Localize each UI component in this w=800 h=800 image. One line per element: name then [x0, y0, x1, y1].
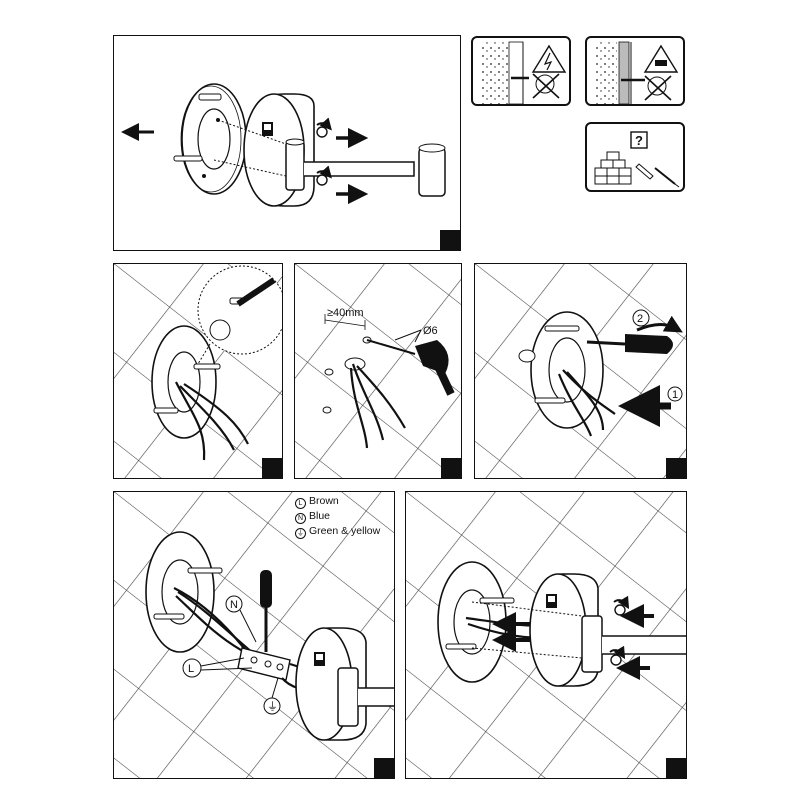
- wire-bundle: [175, 381, 249, 461]
- legend-item-ground: ⏚Green & yellow: [295, 524, 380, 539]
- corner-marker: [374, 758, 394, 778]
- terminal-block: [237, 647, 291, 681]
- lamp-base: [529, 573, 686, 687]
- screwdriver-icon: [260, 570, 272, 652]
- rotation-arrow: [636, 315, 683, 333]
- drill-size-label: Ø6: [423, 325, 438, 337]
- step-panel-wiring: N L ⏚: [113, 491, 395, 779]
- ground-symbol: ⏚: [295, 528, 306, 539]
- dimension-marker: ≥40mm: [324, 307, 366, 330]
- step-panel-drill: ≥40mm Ø6: [294, 263, 462, 479]
- depth-label: ≥40mm: [327, 307, 364, 319]
- step-2-badge: [632, 309, 650, 327]
- assemble-illustration: [406, 492, 686, 778]
- fix-plate-illustration: 2 1: [475, 264, 686, 478]
- screwdriver-icon: [586, 334, 673, 354]
- corner-marker: [441, 458, 461, 478]
- screw-top: [316, 117, 332, 138]
- step-1-label: 1: [672, 389, 678, 401]
- step-panel-mark-holes: [113, 263, 283, 479]
- mark-holes-illustration: [114, 264, 282, 478]
- hidden-pipe-warning-icon: [595, 41, 679, 104]
- electric-shock-warning-icon: [481, 41, 567, 104]
- wall-plug-icon: [635, 163, 680, 188]
- neutral-callout-label: N: [230, 599, 238, 611]
- drill-illustration: ≥40mm Ø6: [295, 264, 461, 478]
- question-mark-icon: ?: [594, 131, 680, 188]
- neutral-symbol: N: [295, 513, 306, 524]
- lamp-base: [295, 627, 394, 741]
- live-symbol: L: [295, 498, 306, 509]
- corner-marker: [440, 230, 460, 250]
- mounting-plate: [437, 561, 515, 683]
- corner-marker: [262, 458, 282, 478]
- live-callout-label: L: [188, 663, 194, 675]
- detail-magnifier: [197, 265, 282, 365]
- live-callout: [182, 658, 202, 678]
- ground-callout-label: ⏚: [267, 700, 278, 713]
- svg-text:?: ?: [635, 133, 643, 148]
- fixing-material-box: ?: [585, 122, 685, 192]
- overview-illustration: [121, 83, 446, 207]
- neutral-color-label: Blue: [309, 510, 331, 522]
- brick-icon: [594, 151, 632, 185]
- step-1-badge: [667, 386, 683, 402]
- step-panel-assemble: [405, 491, 687, 779]
- step-panel-fix-plate: 2 1: [474, 263, 687, 479]
- warning-box-electrical: [471, 36, 571, 106]
- corner-marker: [666, 758, 686, 778]
- cable-outlet: [518, 349, 536, 363]
- warning-box-pipes: [585, 36, 685, 106]
- wire-bundle: [557, 369, 616, 437]
- screw-bottom: [316, 165, 332, 186]
- mounting-plate: [530, 311, 604, 429]
- ground-color-label: Green & yellow: [309, 525, 381, 537]
- mounting-plate: [173, 83, 247, 195]
- wiring-illustration: N L ⏚: [114, 492, 394, 778]
- drill-icon: [366, 339, 455, 396]
- wire-bundle: [349, 363, 406, 449]
- corner-marker: [666, 458, 686, 478]
- step-panel-overview: [113, 35, 461, 251]
- neutral-callout: [225, 595, 243, 613]
- step-2-label: 2: [637, 313, 643, 325]
- live-color-label: Brown: [309, 495, 339, 507]
